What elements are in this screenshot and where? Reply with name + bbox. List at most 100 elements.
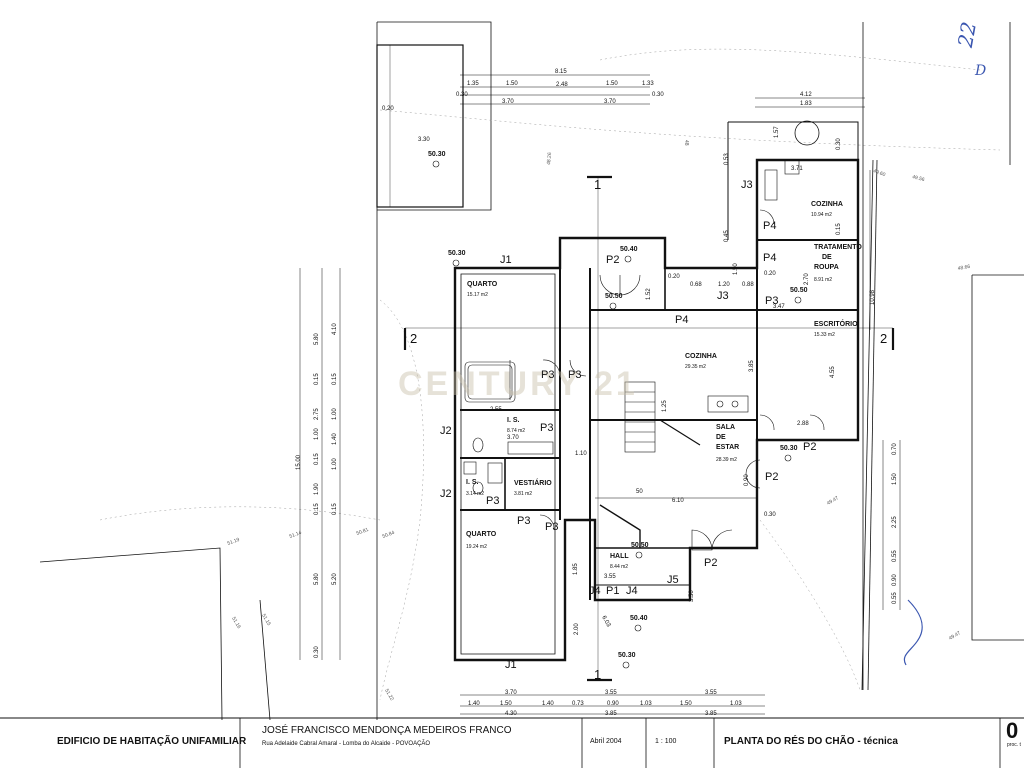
dim-text: 3.30 xyxy=(418,137,430,143)
dimension-lines xyxy=(299,74,901,715)
dim-text: 3.71 xyxy=(791,166,803,172)
room-name-line: ROUPA xyxy=(814,264,839,271)
door-label: P3 xyxy=(517,515,530,527)
title-block: EDIFICIO DE HABITAÇÃO UNIFAMILIAR JOSÉ F… xyxy=(0,717,1024,768)
handwritten-stroke xyxy=(903,599,923,666)
contour-label: 49.47 xyxy=(826,495,840,507)
dim-text: 6.03 xyxy=(600,615,611,629)
contour-label: 51.19 xyxy=(227,537,241,547)
contour-label: 49.56 xyxy=(911,174,925,183)
room-name-line: DE xyxy=(822,254,832,261)
door-label: P3 xyxy=(541,369,554,381)
watermark: CENTURY 21 xyxy=(398,365,638,403)
contour-label: 51.22 xyxy=(383,688,395,702)
door-label: P2 xyxy=(765,471,778,483)
dim-text: 2.88 xyxy=(797,421,809,427)
room-name-line: DE xyxy=(716,434,726,441)
dim-text: 1.00 xyxy=(314,428,320,440)
contour-label: 51.16 xyxy=(230,616,242,630)
dim-text: 1.57 xyxy=(774,126,780,138)
dim-text: 0.30 xyxy=(764,512,776,518)
dim-text: 3.85 xyxy=(605,711,617,717)
owner-name: JOSÉ FRANCISCO MENDONÇA MEDEIROS FRANCO xyxy=(262,723,512,736)
dim-text: 0.55 xyxy=(892,550,898,562)
dim-text: 3.55 xyxy=(605,690,617,696)
section-cuts xyxy=(403,175,895,682)
room-name: QUARTO xyxy=(466,531,497,538)
level-marker: 50.50 xyxy=(605,293,623,310)
dim-text: 3.50 xyxy=(689,590,695,602)
drawing-date: Abril 2004 xyxy=(590,738,622,745)
contour-label: 48 xyxy=(683,140,689,146)
room-name: COZINHA xyxy=(685,353,717,360)
dim-text: 1.50 xyxy=(606,81,618,87)
room-area: 3.81 m2 xyxy=(514,491,532,497)
dim-text: 1.00 xyxy=(332,458,338,470)
section-label-1-bottom: 1 xyxy=(594,667,601,682)
room-name: COZINHA xyxy=(811,201,843,208)
dim-text: 0.88 xyxy=(742,282,754,288)
room-name: TRATAMENTO xyxy=(814,244,862,251)
building-walls xyxy=(453,120,860,662)
window-label: J5 xyxy=(667,574,679,586)
door-label: P2 xyxy=(803,441,816,453)
dim-text: 2.00 xyxy=(574,623,580,635)
dim-text: 0.30 xyxy=(836,138,842,150)
door-label: P1 xyxy=(606,585,619,597)
dim-text: 10.98 xyxy=(870,289,876,305)
level-marker: 50.30 xyxy=(428,151,446,168)
room-name: QUARTO xyxy=(467,281,498,288)
dim-text: 4.55 xyxy=(830,366,836,378)
dim-text: 2.75 xyxy=(314,408,320,420)
dim-text: 3.70 xyxy=(604,99,616,105)
dim-text: 2.55 xyxy=(490,407,502,413)
dim-text: 2.70 xyxy=(804,273,810,285)
section-label-2-left: 2 xyxy=(410,331,417,346)
door-label: P3 xyxy=(568,369,581,381)
room-name: ESCRITÓRIO xyxy=(814,319,858,328)
contour-label: 51.15 xyxy=(260,613,272,627)
dim-text: 1.50 xyxy=(506,81,518,87)
door-label: P3 xyxy=(486,495,499,507)
handwritten-number: 22 xyxy=(953,20,981,50)
window-label: J2 xyxy=(440,425,452,437)
dim-text: 1.40 xyxy=(468,701,480,707)
room-area: 8.74 m2 xyxy=(507,428,525,434)
section-label-2-right: 2 xyxy=(880,331,887,346)
dim-text: 4.30 xyxy=(505,711,517,717)
room-area: 29.35 m2 xyxy=(685,364,706,370)
terrain-contours xyxy=(99,48,1001,701)
room-area: 28.39 m2 xyxy=(716,457,737,463)
dim-text: 0.30 xyxy=(456,92,468,98)
window-label: J2 xyxy=(440,488,452,500)
dim-text: 1.50 xyxy=(500,701,512,707)
dim-text: 1.50 xyxy=(892,473,898,485)
dim-text: 1.03 xyxy=(730,701,742,707)
level-marker: 50.40 xyxy=(630,615,648,632)
dim-text: 1.85 xyxy=(573,563,579,575)
room-labels: QUARTO 15.17 m2 COZINHA 29.35 m2 COZINHA… xyxy=(466,201,862,570)
level-marker: 50.50 xyxy=(631,542,649,559)
room-name: SALA xyxy=(716,424,735,431)
dim-text: 0.15 xyxy=(836,223,842,235)
dim-text: 0.70 xyxy=(892,443,898,455)
dim-text: 1.50 xyxy=(733,263,739,275)
window-label: J4 xyxy=(626,585,638,597)
level-marker: 50.30 xyxy=(780,445,798,462)
dim-text: 1.83 xyxy=(800,101,812,107)
contour-label: 50.84 xyxy=(382,530,396,540)
svg-text:50.40: 50.40 xyxy=(630,615,648,622)
window-label: J4 xyxy=(589,585,601,597)
dim-text: 0.20 xyxy=(382,106,394,112)
dim-text: 0.20 xyxy=(668,274,680,280)
section-label-1-top: 1 xyxy=(594,177,601,192)
dim-text: 5.20 xyxy=(332,573,338,585)
dim-text: 3.47 xyxy=(773,304,785,310)
dim-text: 8.15 xyxy=(555,69,567,75)
dim-text: 3.70 xyxy=(502,99,514,105)
room-area: 3.14 m2 xyxy=(466,491,484,497)
svg-text:50.50: 50.50 xyxy=(631,542,649,549)
door-label: P3 xyxy=(545,521,558,533)
room-area: 8.91 m2 xyxy=(814,277,832,283)
